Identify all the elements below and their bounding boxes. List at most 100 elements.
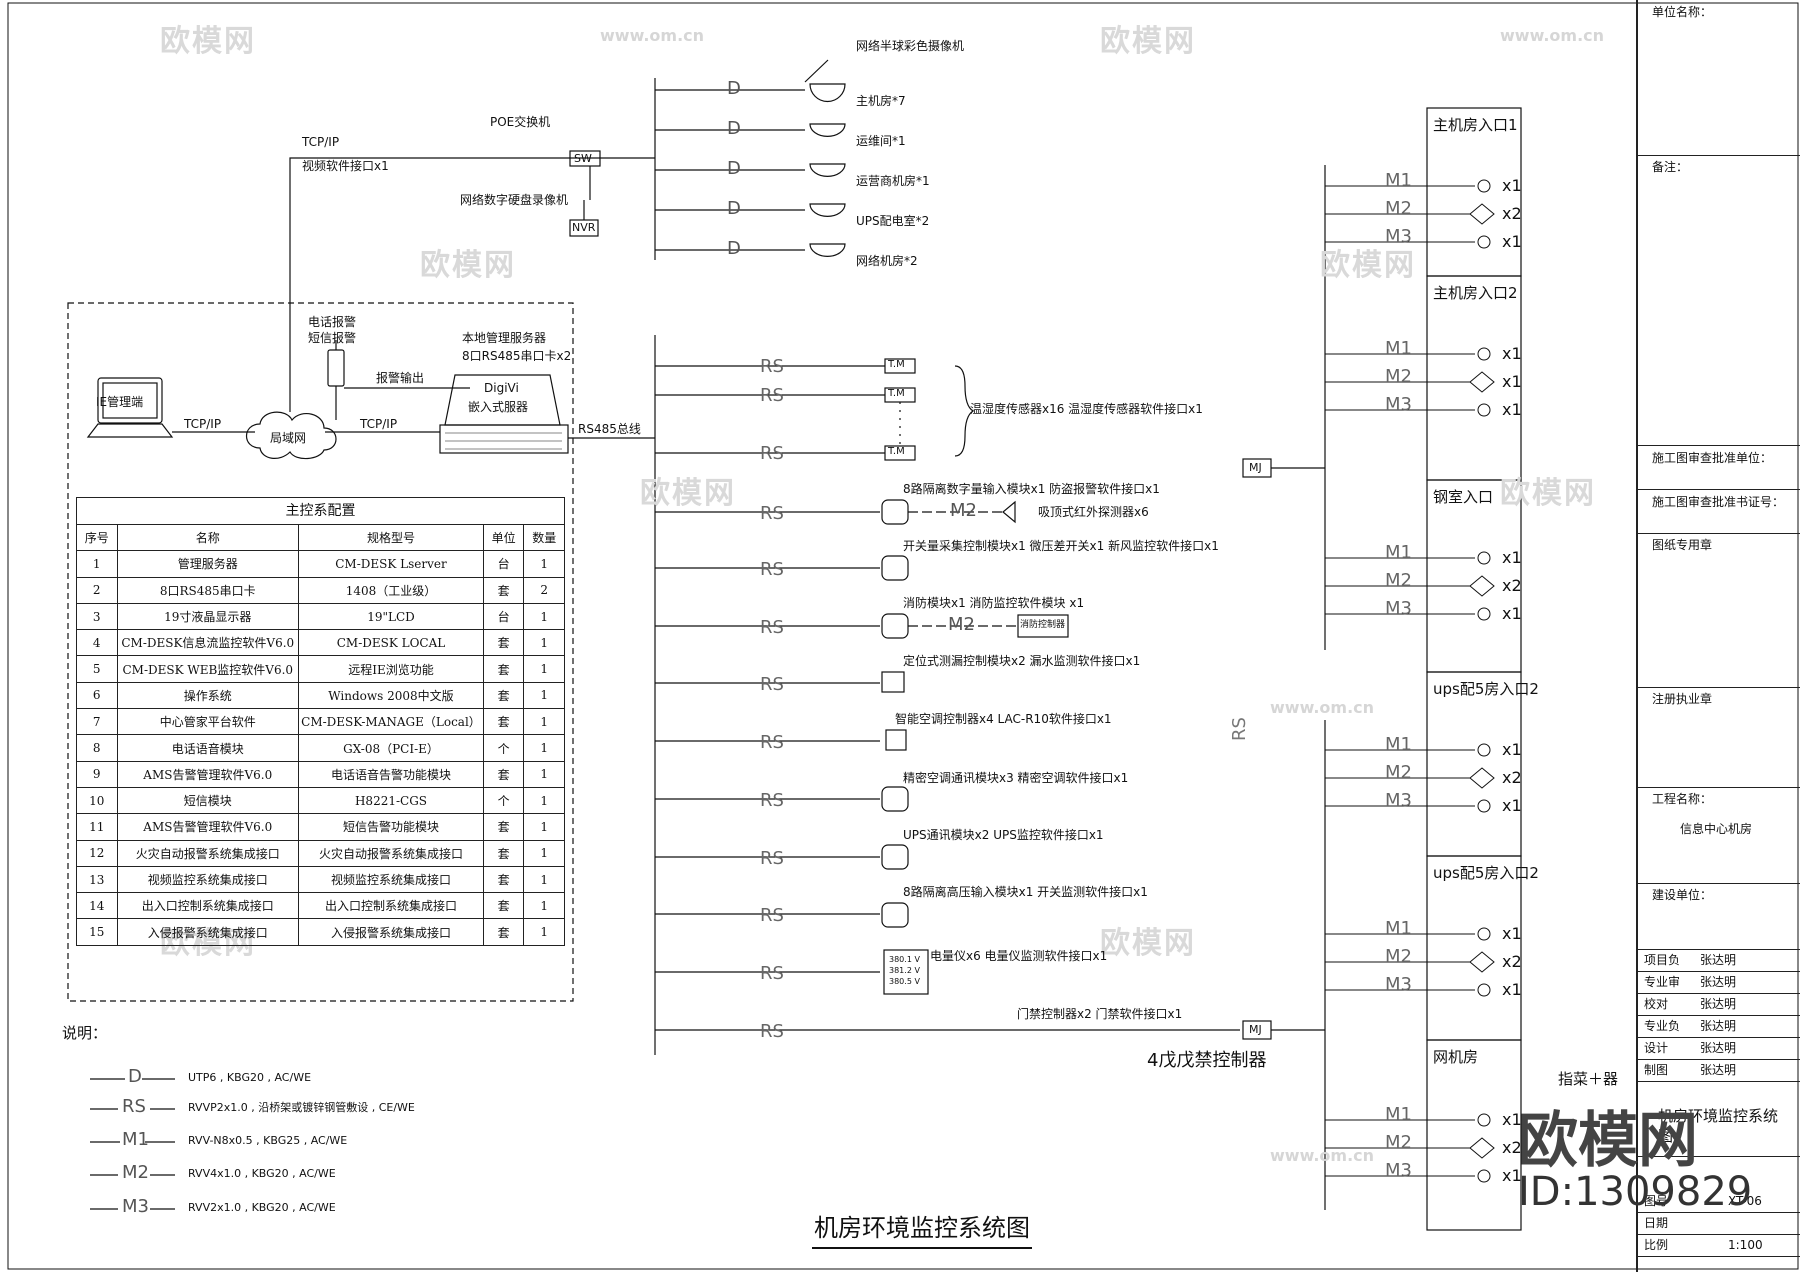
rs-line-label: RS (760, 848, 784, 869)
legend-text: RVV2x1.0 , KBG20 , AC/WE (188, 1201, 336, 1214)
temp-humidity-label: 温湿度传感器x16 温湿度传感器软件接口x1 (970, 402, 1203, 416)
device-count: x1 (1502, 232, 1522, 251)
role-label: 专业审 (1644, 975, 1681, 989)
table-cell: 火灾自动报警系统集成接口 (116, 839, 300, 867)
legend-text: RVV-N8x0.5 , KBG25 , AC/WE (188, 1134, 348, 1147)
exit-button-icon (1477, 607, 1491, 621)
access-line-label: M1 (1385, 542, 1412, 563)
access-line-label: M2 (1385, 366, 1412, 387)
rs485-bus-label: RS485总线 (578, 422, 641, 436)
device-count: x1 (1502, 796, 1522, 815)
access-line-label: M3 (1385, 226, 1412, 247)
table-cell: 1 (523, 865, 565, 894)
line-code-d: D (727, 118, 741, 139)
drawing-no: XT-06 (1728, 1194, 1762, 1208)
card-reader-icon (1477, 1113, 1491, 1127)
table-cell: GX-08（PCI-E） (298, 734, 484, 762)
nvr-box: NVR (572, 221, 596, 234)
access-line-label: M1 (1385, 338, 1412, 359)
device-count: x1 (1502, 176, 1522, 195)
watermark: 欧模网 (640, 476, 736, 511)
leak-module-label: 定位式测漏控制模块x2 漏水监测软件接口x1 (903, 654, 1141, 668)
camera-label: 运营商机房*1 (856, 174, 930, 188)
device-count: x2 (1502, 1138, 1522, 1157)
server-label: 本地管理服务器 (462, 331, 547, 345)
role-name: 张达明 (1700, 1019, 1737, 1033)
sms-alarm-label: 短信报警 (308, 331, 357, 345)
table-cell: 1 (523, 918, 565, 946)
exit-button-icon (1477, 1169, 1491, 1183)
rs-line-label: RS (760, 356, 784, 377)
card-reader-icon (1477, 927, 1491, 941)
lock-icon (1469, 575, 1495, 597)
table-cell: 电话语音告警功能模块 (298, 760, 484, 788)
device-count: x1 (1502, 740, 1522, 759)
drawing-name: 机房环境监控系统图 (1658, 1107, 1779, 1145)
table-cell: CM-DESK WEB监控软件V6.0 (116, 655, 300, 683)
table-cell: 19寸液晶显示器 (116, 602, 300, 631)
table-cell: 套 (482, 708, 525, 736)
config-table-caption: 主控系配置 (76, 497, 565, 524)
rs-line-label: RS (760, 617, 784, 638)
table-cell: 套 (482, 813, 525, 841)
watermark-url: www.om.cn (1270, 1146, 1375, 1165)
table-cell: 1 (523, 786, 565, 815)
role-row: 制图张达明 (1638, 1059, 1800, 1082)
legend-symbol: M1 (122, 1129, 149, 1150)
table-cell: 1 (523, 760, 565, 788)
remarks-label: 备注： (1652, 160, 1689, 174)
meter-reading: 380.1 V (889, 955, 920, 964)
table-cell: 套 (482, 865, 525, 894)
device-count: x1 (1502, 1166, 1522, 1185)
table-cell: 入侵报警系统集成接口 (116, 918, 300, 946)
access-line-label: M1 (1385, 1104, 1412, 1125)
logo-watermark: 欧模网 (1518, 1106, 1698, 1176)
meter-reading: 381.2 V (889, 966, 920, 975)
exit-button-icon (1477, 799, 1491, 813)
id-tag: ID:1309829 (1518, 1169, 1753, 1215)
switch-module-label: 开关量采集控制模块x1 微压差开关x1 新风监控软件接口x1 (903, 539, 1219, 553)
role-row: 专业审张达明 (1638, 971, 1800, 994)
role-label: 设计 (1644, 1041, 1669, 1055)
table-cell: 套 (482, 681, 525, 710)
watermark: 欧模网 (1100, 926, 1196, 961)
serial-card-label: 8口RS485串口卡x2 (462, 349, 572, 363)
tm-box: T.M (888, 359, 905, 370)
access-line-label: M2 (1385, 946, 1412, 967)
sw-box: SW (574, 152, 592, 165)
legend-text: UTP6 , KBG20 , AC/WE (188, 1071, 312, 1084)
table-cell: 13 (76, 865, 118, 894)
legend-text: RVVP2x1.0 , 沿桥架或镀锌钢管敷设 , CE/WE (188, 1101, 415, 1114)
m2-line-label: M2 (950, 500, 977, 521)
table-cell: 套 (482, 918, 525, 946)
rs-line-label: RS (760, 385, 784, 406)
fire-controller-box: 消防控制器 (1020, 620, 1066, 630)
room-name: 钢室入口 (1433, 488, 1494, 506)
table-cell: CM-DESK信息流监控软件V6.0 (116, 629, 300, 657)
rs-line-label: RS (760, 1021, 784, 1042)
table-cell: 3 (76, 602, 118, 631)
table-cell: 15 (76, 918, 118, 946)
table-cell: CM-DESK Lserver (298, 550, 484, 578)
room-name: ups配5房入口2 (1433, 680, 1539, 698)
meter-label: 电量仪x6 电量仪监测软件接口x1 (930, 949, 1108, 963)
exit-button-icon (1477, 235, 1491, 249)
drawing-no-label: 图号 (1644, 1194, 1669, 1208)
table-cell: 操作系统 (116, 681, 300, 710)
table-cell: 1 (523, 681, 565, 710)
legend-text: RVV4x1.0 , KBG20 , AC/WE (188, 1167, 336, 1180)
role-name: 张达明 (1700, 953, 1737, 967)
builder-label: 建设单位： (1652, 888, 1713, 902)
table-cell: 1408（工业级） (298, 576, 484, 604)
camera-label: 网络机房*2 (856, 254, 918, 268)
access-line-label: M2 (1385, 1132, 1412, 1153)
table-cell: 套 (482, 629, 525, 657)
